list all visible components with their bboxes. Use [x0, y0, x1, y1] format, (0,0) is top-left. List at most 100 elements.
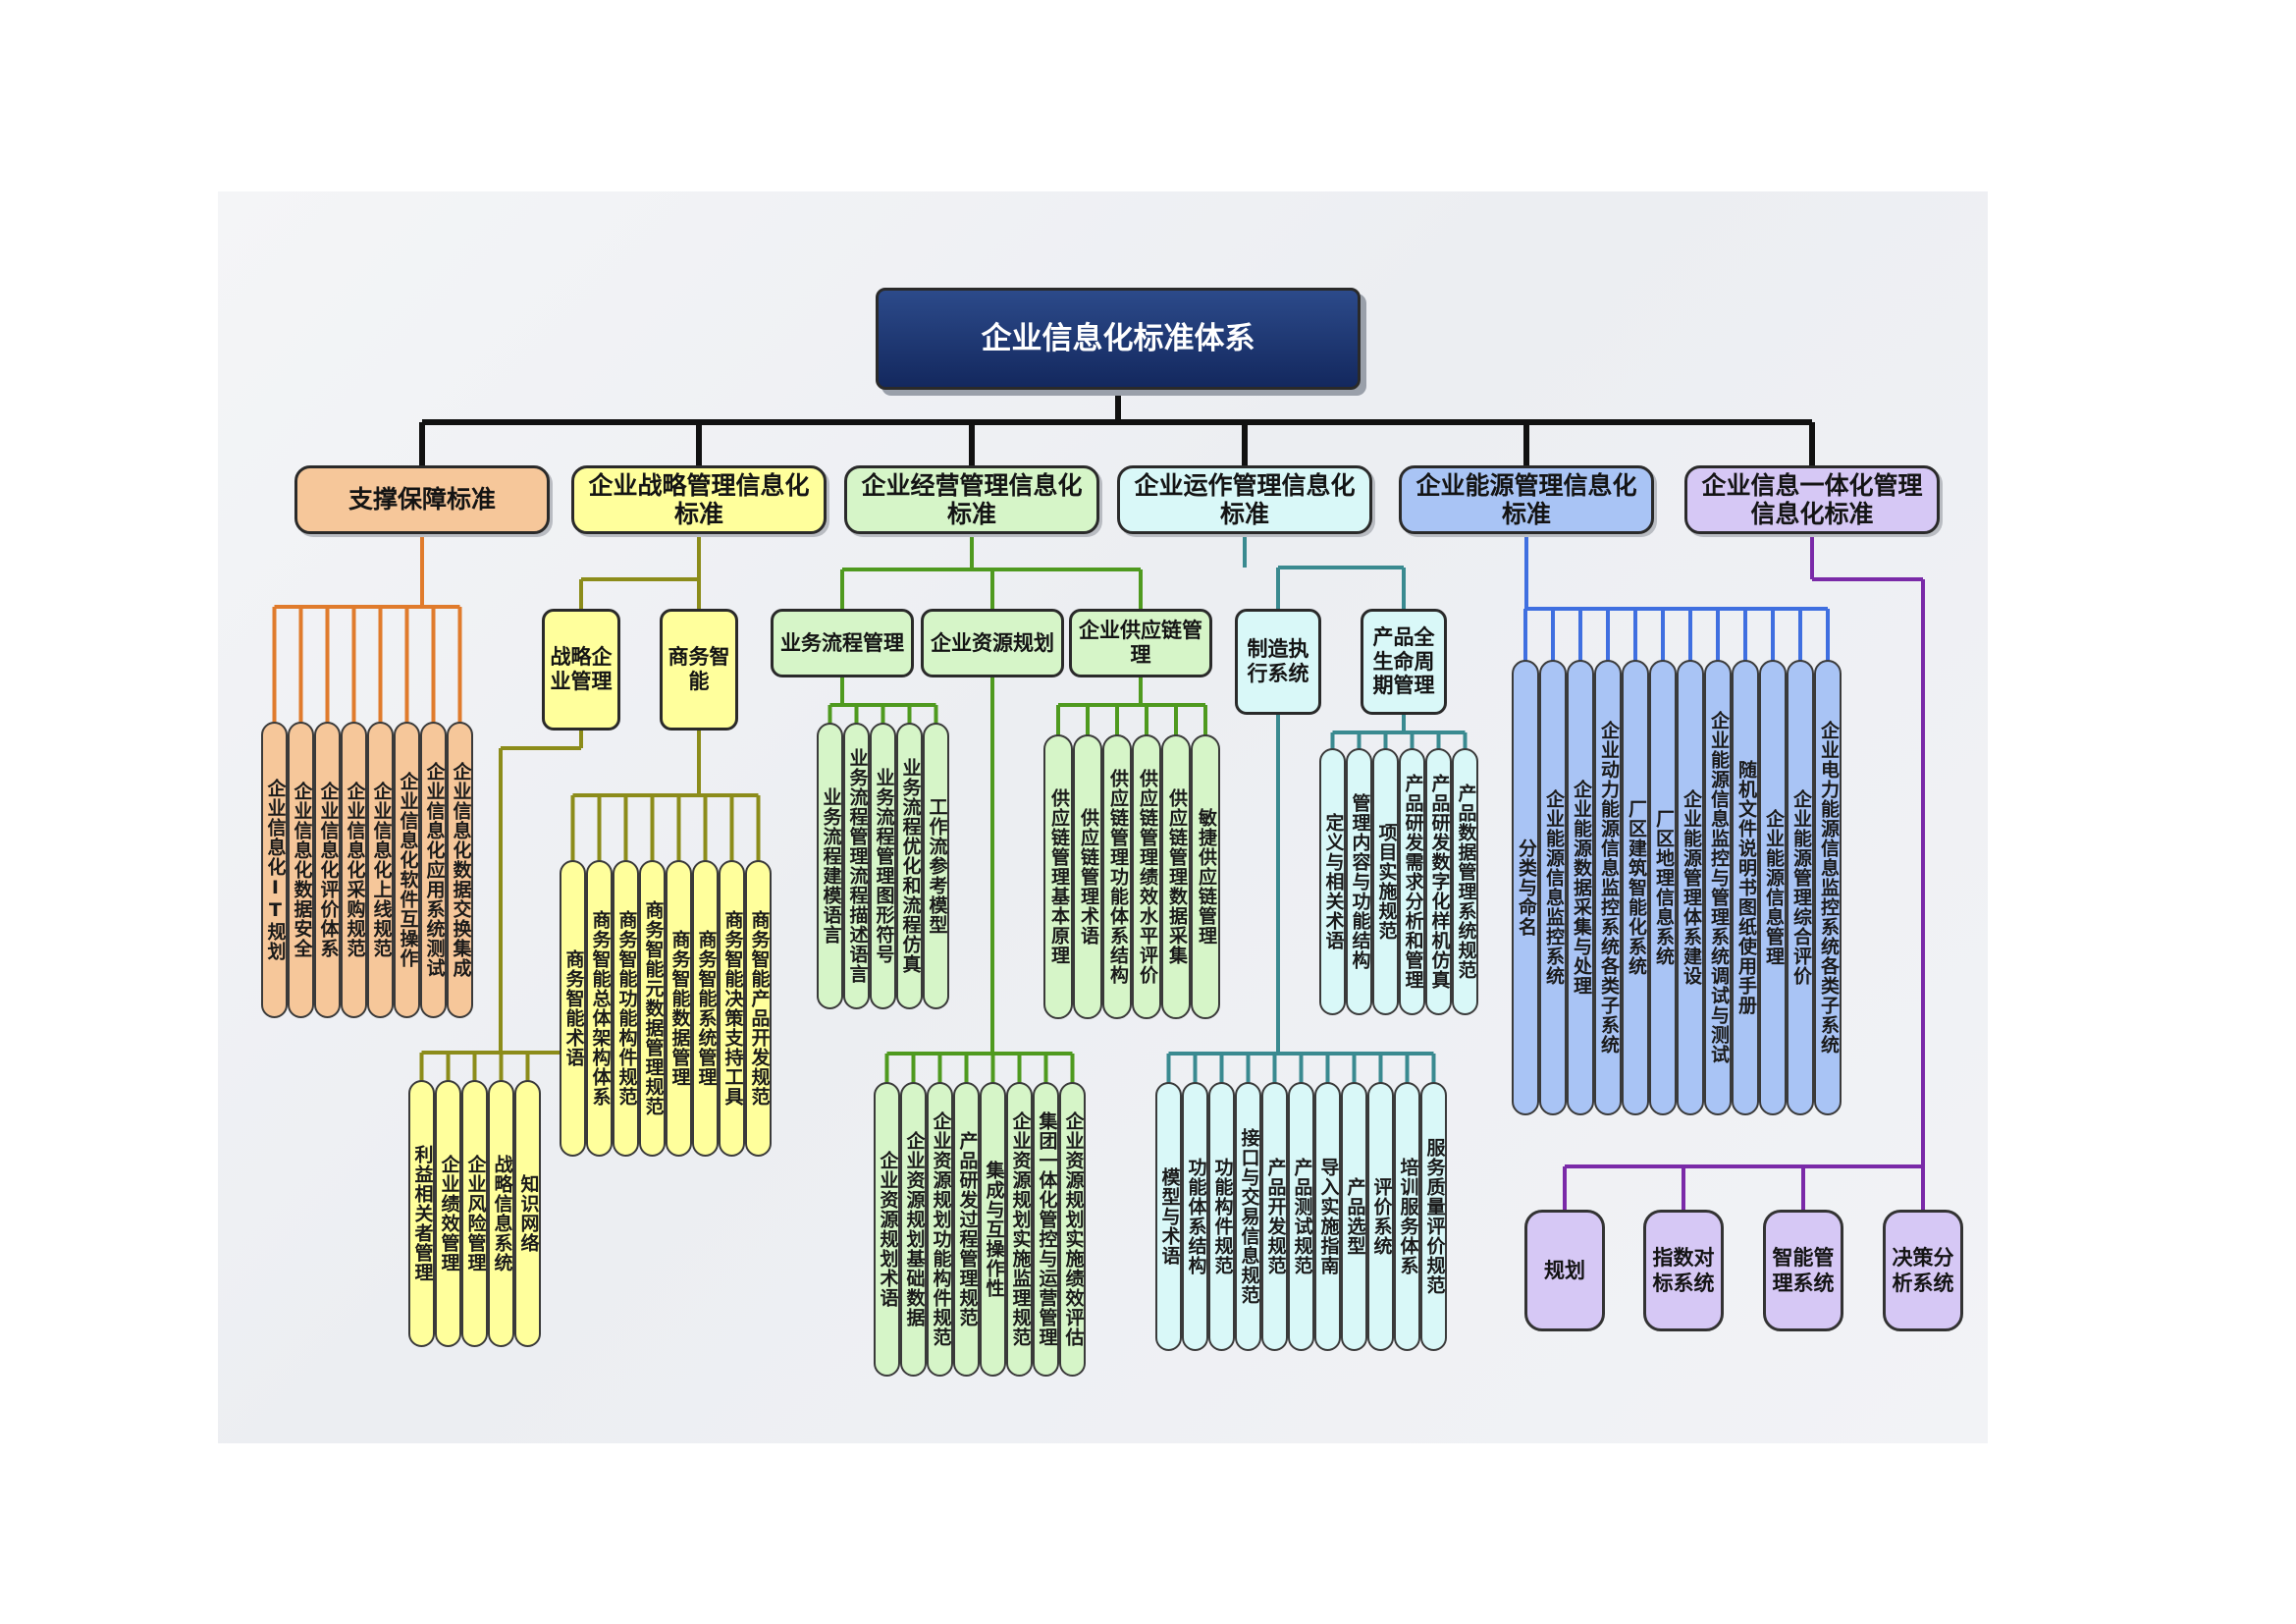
leaf-item: 产品研发过程管理规范: [953, 1082, 980, 1377]
leaf-label: 企业能源管理体系建设: [1680, 789, 1702, 986]
leaf-item: 战略信息系统: [488, 1080, 514, 1347]
leaf-item: 产品测试规范: [1288, 1082, 1314, 1351]
leaf-label: 功能体系结构: [1185, 1158, 1207, 1275]
leaf-item: 产品数据管理系统规范: [1452, 748, 1478, 1015]
leaf-item: 随机文件说明书图纸使用手册: [1732, 660, 1759, 1115]
leaf-item: 企业能源管理体系建设: [1677, 660, 1704, 1115]
leaf-item: 商务智能系统管理: [692, 860, 719, 1157]
leaf-label: 管理内容与功能结构: [1349, 793, 1371, 970]
leaf-label: 工作流参考模型: [926, 797, 948, 935]
leaf-label: 企业能源信息监控系统: [1542, 789, 1565, 986]
leaf-item: 企业信息化软件互操作: [394, 722, 420, 1018]
leaf-item: 企业信息化评价体系: [314, 722, 341, 1018]
leaf-label: 功能构件规范: [1211, 1158, 1234, 1275]
leaf-label: 企业信息化应用系统测试: [423, 762, 446, 978]
leaf-item: 企业能源信息监控系统: [1539, 660, 1567, 1115]
leaf-label: 供应链管理基本原理: [1047, 788, 1070, 965]
leaf-item: 供应链管理功能体系结构: [1102, 734, 1132, 1019]
group-box: 业务流程管理: [771, 609, 914, 677]
leaf-item: 商务智能总体架构体系: [586, 860, 613, 1157]
leaf-label: 供应链管理术语: [1077, 808, 1099, 946]
leaf-label: 企业信息化评价体系: [317, 782, 340, 958]
leaf-label: 随机文件说明书图纸使用手册: [1735, 760, 1757, 1015]
leaf-label: 企业资源规划实施监理规范: [1009, 1111, 1032, 1347]
leaf-label: 供应链管理功能体系结构: [1106, 769, 1129, 985]
category-box: 企业能源管理信息化标准: [1399, 465, 1654, 534]
leaf-item: 集成与互操作性: [980, 1082, 1006, 1377]
leaf-item: 业务流程管理流程描述语言: [843, 723, 870, 1009]
leaf-item: 产品开发规范: [1261, 1082, 1288, 1351]
leaf-item: 厂区建筑智能化系统: [1622, 660, 1649, 1115]
leaf-item: 产品选型: [1341, 1082, 1367, 1351]
category-box: 企业运作管理信息化标准: [1117, 465, 1372, 534]
leaf-label: 产品研发数字化样机仿真: [1428, 774, 1451, 990]
leaf-item: 业务流程建模语言: [817, 723, 843, 1009]
leaf-item: 接口与交易信息规范: [1235, 1082, 1261, 1351]
leaf-label: 企业资源规划实施绩效评估: [1062, 1111, 1085, 1347]
leaf-item: 商务智能产品开发规范: [745, 860, 772, 1157]
leaf-item: 敏捷供应链管理: [1191, 734, 1220, 1019]
root-node: 企业信息化标准体系: [876, 288, 1361, 390]
leaf-item: 供应链管理基本原理: [1043, 734, 1073, 1019]
leaf-item: 企业资源规划功能构件规范: [927, 1082, 953, 1377]
leaf-item: 企业能源数据采集与处理: [1567, 660, 1594, 1115]
leaf-label: 服务质量评价规范: [1423, 1138, 1446, 1295]
leaf-label: 企业能源数据采集与处理: [1570, 780, 1592, 996]
leaf-label: 企业绩效管理: [438, 1155, 460, 1272]
leaf-label: 产品开发规范: [1264, 1158, 1287, 1275]
leaf-label: 企业信息化采购规范: [344, 782, 366, 958]
leaf-label: 集成与互操作性: [983, 1161, 1005, 1298]
leaf-item: 商务智能术语: [560, 860, 586, 1157]
leaf-item: 厂区地理信息系统: [1649, 660, 1677, 1115]
leaf-item: 功能构件规范: [1208, 1082, 1235, 1351]
leaf-item: 企业资源规划基础数据: [900, 1082, 927, 1377]
leaf-label: 企业信息化IT规划: [264, 779, 287, 961]
leaf-label: 产品研发需求分析和管理: [1402, 774, 1424, 990]
leaf-label: 业务流程优化和流程仿真: [899, 758, 922, 974]
leaf-item: 商务智能数据管理: [666, 860, 692, 1157]
category-box: 企业信息一体化管理信息化标准: [1684, 465, 1940, 534]
category-box: 企业战略管理信息化标准: [571, 465, 827, 534]
leaf-item: 项目实施规范: [1372, 748, 1399, 1015]
leaf-item: 评价系统: [1367, 1082, 1394, 1351]
leaf-item: 企业资源规划实施绩效评估: [1059, 1082, 1086, 1377]
leaf-label: 敏捷供应链管理: [1195, 808, 1217, 946]
leaf-item: 企业信息化IT规划: [261, 722, 288, 1018]
leaf-item: 供应链管理绩效水平评价: [1132, 734, 1161, 1019]
leaf-item: 企业能源信息管理: [1759, 660, 1787, 1115]
leaf-item: 企业信息化数据交换集成: [447, 722, 473, 1018]
leaf-item: 业务流程管理图形符号: [870, 723, 896, 1009]
leaf-item: 定义与相关术语: [1319, 748, 1346, 1015]
leaf-item: 企业信息化数据安全: [288, 722, 314, 1018]
leaf-label: 定义与相关术语: [1322, 813, 1345, 950]
leaf-label: 产品数据管理系统规范: [1455, 784, 1477, 980]
leaf-label: 商务智能产品开发规范: [748, 910, 771, 1107]
leaf-item: 企业资源规划术语: [874, 1082, 900, 1377]
group-box: 制造执行系统: [1235, 609, 1321, 715]
leaf-item: 企业信息化应用系统测试: [420, 722, 447, 1018]
leaf-item: 企业电力能源信息监控系统各类子系统: [1814, 660, 1842, 1115]
leaf-item: 知识网络: [514, 1080, 541, 1347]
category-box: 企业经营管理信息化标准: [844, 465, 1099, 534]
leaf-label: 商务智能元数据管理规范: [642, 900, 665, 1116]
leaf-label: 企业风险管理: [464, 1155, 487, 1272]
leaf-item: 分类与命名: [1512, 660, 1539, 1115]
leaf-item: 企业信息化上线规范: [367, 722, 394, 1018]
leaf-label: 企业动力能源信息监控系统各类子系统: [1597, 721, 1620, 1055]
integration-box: 规划: [1524, 1210, 1605, 1331]
leaf-label: 商务智能系统管理: [695, 930, 718, 1087]
leaf-label: 供应链管理数据采集: [1165, 788, 1188, 965]
integration-box: 指数对标系统: [1643, 1210, 1724, 1331]
leaf-label: 企业信息化数据安全: [291, 782, 313, 958]
leaf-label: 企业信息化上线规范: [370, 782, 393, 958]
leaf-label: 产品选型: [1344, 1177, 1366, 1256]
group-box: 战略企业管理: [542, 609, 620, 731]
group-box: 企业资源规划: [921, 609, 1064, 677]
leaf-label: 厂区地理信息系统: [1652, 809, 1675, 966]
leaf-label: 企业信息化软件互操作: [397, 772, 419, 968]
integration-box: 决策分析系统: [1883, 1210, 1963, 1331]
leaf-label: 业务流程管理流程描述语言: [846, 748, 869, 984]
leaf-label: 导入实施指南: [1317, 1158, 1340, 1275]
leaf-label: 产品测试规范: [1291, 1158, 1313, 1275]
